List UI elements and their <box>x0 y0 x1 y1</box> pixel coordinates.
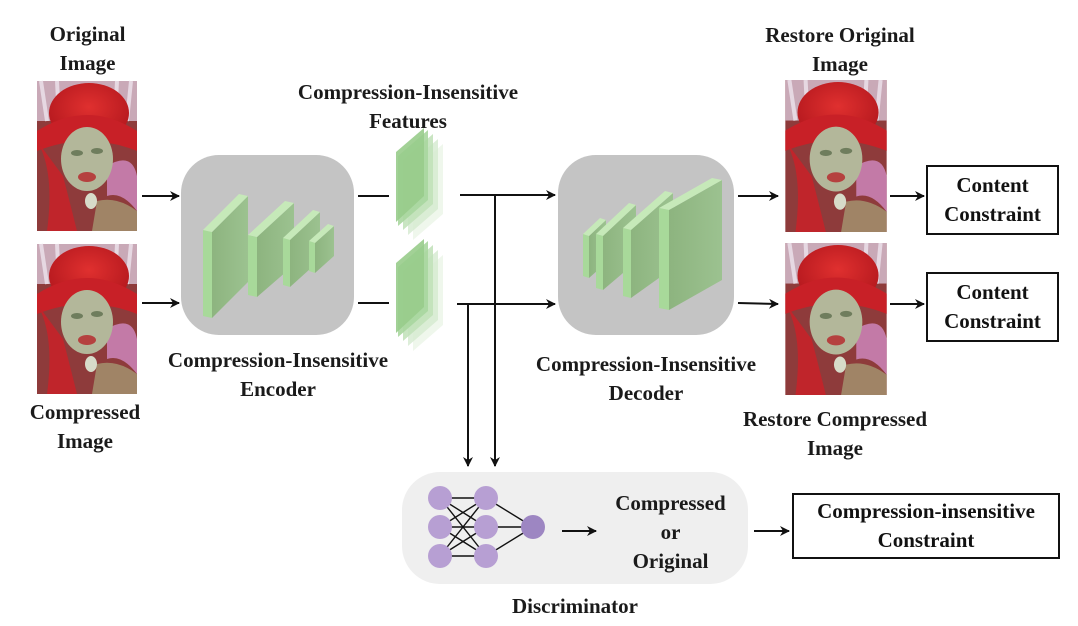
encoder-label: Compression-Insensitive Encoder <box>167 348 389 401</box>
decoder-layer-4 <box>659 178 722 310</box>
compressed-image-label: Compressed Image <box>29 400 141 453</box>
arrow-decoder-to-restored-compressed <box>737 298 779 309</box>
content-constraint-box-2: Content Constraint <box>926 272 1059 342</box>
discriminator-decision-label: Compressed or Original <box>615 491 726 573</box>
restored-original-image-thumbnail <box>785 80 886 232</box>
original-feature-stack <box>396 128 443 240</box>
connectors <box>142 190 925 536</box>
encoder-module <box>181 155 354 335</box>
original-image-label: Original Image <box>49 22 126 75</box>
neuron-hidden-2 <box>474 515 498 539</box>
encoder-layer-3 <box>283 210 320 287</box>
compression-insensitive-constraint-box: Compression-insensitive Constraint <box>792 493 1060 559</box>
discriminator-label: Discriminator <box>512 594 638 618</box>
restore-original-label: Restore Original Image <box>765 23 915 76</box>
encoder-layer-2 <box>248 201 294 297</box>
features-label: Compression-Insensitive Features <box>297 80 519 133</box>
restore-compressed-label: Restore Compressed Image <box>742 407 928 460</box>
neuron-output <box>521 515 545 539</box>
restored-compressed-image-thumbnail <box>785 243 886 395</box>
discriminator-module <box>402 472 748 584</box>
original-image-thumbnail <box>37 81 137 231</box>
decoder-module <box>558 155 734 335</box>
decoder-label: Compression-Insensitive Decoder <box>535 352 757 405</box>
neuron-input-2 <box>428 515 452 539</box>
compressed-feature-stack <box>396 239 443 351</box>
neuron-input-1 <box>428 486 452 510</box>
content-constraint-box-1: Content Constraint <box>926 165 1059 235</box>
compressed-image-thumbnail <box>37 244 137 394</box>
neuron-input-3 <box>428 544 452 568</box>
encoder-layer-1 <box>203 194 248 318</box>
neuron-hidden-3 <box>474 544 498 568</box>
encoder-layer-4 <box>309 224 334 273</box>
neuron-hidden-1 <box>474 486 498 510</box>
